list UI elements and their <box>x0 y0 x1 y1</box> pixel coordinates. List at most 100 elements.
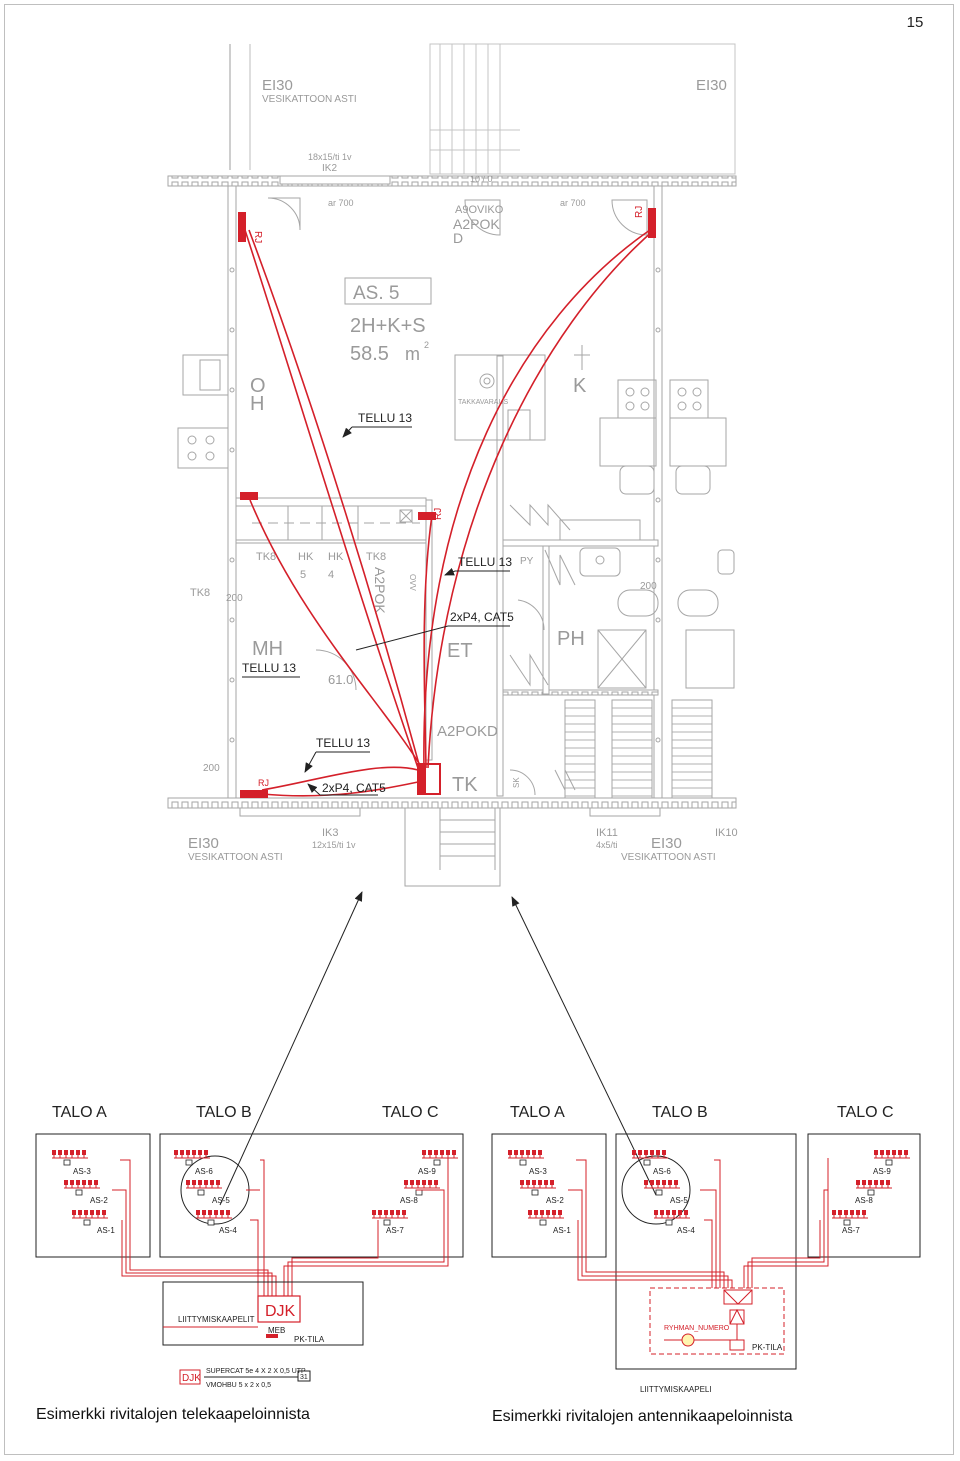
fire-label-bottom-right: EI30 <box>651 835 682 852</box>
unit-label: AS-7 <box>386 1226 404 1235</box>
outlet-socket-icon <box>880 1180 884 1185</box>
junction-box-icon <box>643 1159 651 1166</box>
room-mh: MH <box>252 638 283 660</box>
door-top-line1: A9OVIKO <box>455 204 504 216</box>
room-ph: PH <box>557 628 585 650</box>
junction-box-icon <box>415 1189 423 1196</box>
tk8-label: TK8 <box>190 587 210 599</box>
liittymiskaapelit-label: LIITTYMISKAAPELIT <box>178 1315 255 1324</box>
apartment-area: 58.5 <box>350 343 389 365</box>
talo-title: TALO B <box>652 1104 708 1121</box>
leader-arrow <box>511 896 657 1196</box>
fire-label-top-right: EI30 <box>696 77 727 94</box>
wall-bath-side <box>542 545 550 695</box>
outlet-socket-icon <box>644 1150 648 1155</box>
outlet-socket-icon <box>552 1210 556 1215</box>
junction-box-icon <box>185 1159 193 1166</box>
apartment-area-sup: 2 <box>424 340 429 350</box>
outlet-socket-icon <box>210 1180 214 1185</box>
outlet-socket-icon <box>844 1210 848 1215</box>
outlet-socket-icon <box>198 1150 202 1155</box>
stove <box>177 427 229 469</box>
window-bottom-right <box>589 807 661 817</box>
meb-label: MEB <box>268 1326 285 1335</box>
window-top-size: 18x15/ti 1v <box>308 152 352 162</box>
tk8-label: TK8 <box>366 551 386 563</box>
outlet-socket-icon <box>202 1210 206 1215</box>
cat5-label: 2xP4, CAT5 <box>450 610 514 624</box>
outlet-socket-icon <box>544 1180 548 1185</box>
outlet-socket-icon <box>886 1150 890 1155</box>
hk4-number: 4 <box>328 569 334 581</box>
party-wall-left <box>227 185 237 799</box>
cable-run <box>248 229 421 769</box>
junction-box-icon <box>207 1219 215 1226</box>
outlet-socket-icon <box>650 1150 654 1155</box>
ryhman-numero-label: RYHMAN_NUMERO <box>664 1325 730 1332</box>
leader-arrow <box>219 891 363 1206</box>
outlet-socket-icon <box>186 1150 190 1155</box>
rj-socket-icon <box>648 208 656 238</box>
wall-dots <box>229 267 661 743</box>
outlet-socket-icon <box>422 1150 426 1155</box>
cable-run <box>261 766 419 791</box>
pk-tila-label: PK-TILA <box>294 1335 325 1344</box>
outlet-socket-icon <box>192 1150 196 1155</box>
outlet-socket-icon <box>538 1180 542 1185</box>
rj-label: RJ <box>252 231 263 243</box>
window-top-code: IK2 <box>322 163 337 174</box>
outlet-socket-icon <box>662 1150 666 1155</box>
window-corner-code: IK10 <box>715 827 738 839</box>
tk8-label: TK8 <box>256 551 276 563</box>
junction-box-icon <box>867 1189 875 1196</box>
outlet-socket-icon <box>638 1150 642 1155</box>
balcony-slats <box>430 44 520 174</box>
outlet-socket-icon <box>684 1210 688 1215</box>
pk-tila-dashed <box>649 1287 785 1355</box>
outlet-socket-icon <box>558 1210 562 1215</box>
outlet-socket-icon <box>446 1150 450 1155</box>
tellu-label: TELLU 13 <box>358 411 412 425</box>
unit-label: AS-1 <box>553 1226 571 1235</box>
window-bottom-right-size: 4x5/ti <box>596 840 618 850</box>
balcony-outline <box>429 43 736 175</box>
house-box <box>615 1133 797 1370</box>
legend-line2: VMOHBU 5 x 2 x 0,5 <box>206 1382 271 1389</box>
door-swing <box>517 599 545 631</box>
outlet-socket-icon <box>76 1150 80 1155</box>
fire-label-bottom-left: EI30 <box>188 835 219 852</box>
outlet-socket-icon <box>660 1210 664 1215</box>
outlet-socket-icon <box>526 1180 530 1185</box>
junction-box-icon <box>383 1219 391 1226</box>
room-tk: TK <box>452 774 478 796</box>
unit-label: AS-4 <box>219 1226 237 1235</box>
unit-label: AS-3 <box>73 1167 91 1176</box>
junction-box-icon <box>63 1159 71 1166</box>
ground-box <box>729 1339 745 1351</box>
junction-box-icon <box>539 1219 547 1226</box>
cable-run <box>423 514 433 769</box>
rj-socket-icon <box>418 512 436 520</box>
outlet-socket-icon <box>372 1210 376 1215</box>
junction-box-icon <box>655 1189 663 1196</box>
talo-title: TALO C <box>837 1104 894 1121</box>
outlet-socket-icon <box>384 1210 388 1215</box>
outlet-socket-icon <box>82 1150 86 1155</box>
outlet-socket-icon <box>410 1180 414 1185</box>
djk-box <box>257 1295 301 1323</box>
telecom-outlets <box>238 208 656 798</box>
fire-sublabel-bottom-right: VESIKATTOON ASTI <box>621 852 716 863</box>
outlet-socket-icon <box>862 1210 866 1215</box>
highlight-circle <box>621 1155 691 1225</box>
toilet-icon <box>617 589 659 617</box>
takkavaraus-label: TAKKAVARAUS <box>458 399 509 406</box>
door-swing <box>611 199 648 236</box>
room-k: K <box>573 375 587 397</box>
outlet-socket-icon <box>196 1210 200 1215</box>
page-frame <box>4 4 954 1455</box>
outlet-socket-icon <box>76 1180 80 1185</box>
unit-label: AS-7 <box>842 1226 860 1235</box>
cable-run <box>249 499 423 769</box>
outlet-socket-icon <box>898 1150 902 1155</box>
liittymiskaapeli-label: LIITTYMISKAAPELI <box>640 1385 712 1394</box>
